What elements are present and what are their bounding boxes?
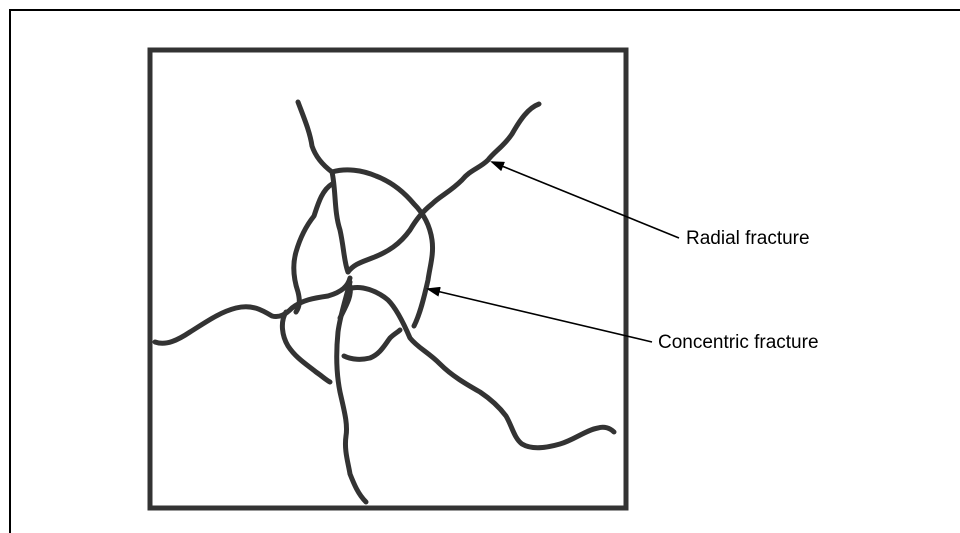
radial-fracture-label: Radial fracture: [686, 228, 810, 249]
radial-fracture-bottom: [334, 279, 369, 505]
outer-border-top: [9, 9, 960, 11]
concentric-fracture-label: Concentric fracture: [658, 332, 819, 353]
radial-fracture-arrow: [490, 161, 680, 239]
concentric-fracture-inner: [337, 283, 353, 321]
radial-fracture-top-right: [345, 101, 542, 275]
glass-pane-frame: [147, 47, 629, 511]
radial-fracture-bottom-right: [349, 285, 617, 451]
concentric-fracture-upper: [329, 167, 435, 329]
radial-fracture-top: [295, 99, 351, 275]
outer-border-left: [9, 9, 11, 533]
radial-fracture-left: [152, 275, 353, 346]
concentric-fracture-arrow: [426, 286, 653, 343]
concentric-fracture-left: [291, 181, 335, 315]
concentric-fracture-lower-left: [279, 309, 333, 385]
fracture-lines: [152, 99, 617, 505]
concentric-fracture-lower: [341, 327, 403, 362]
